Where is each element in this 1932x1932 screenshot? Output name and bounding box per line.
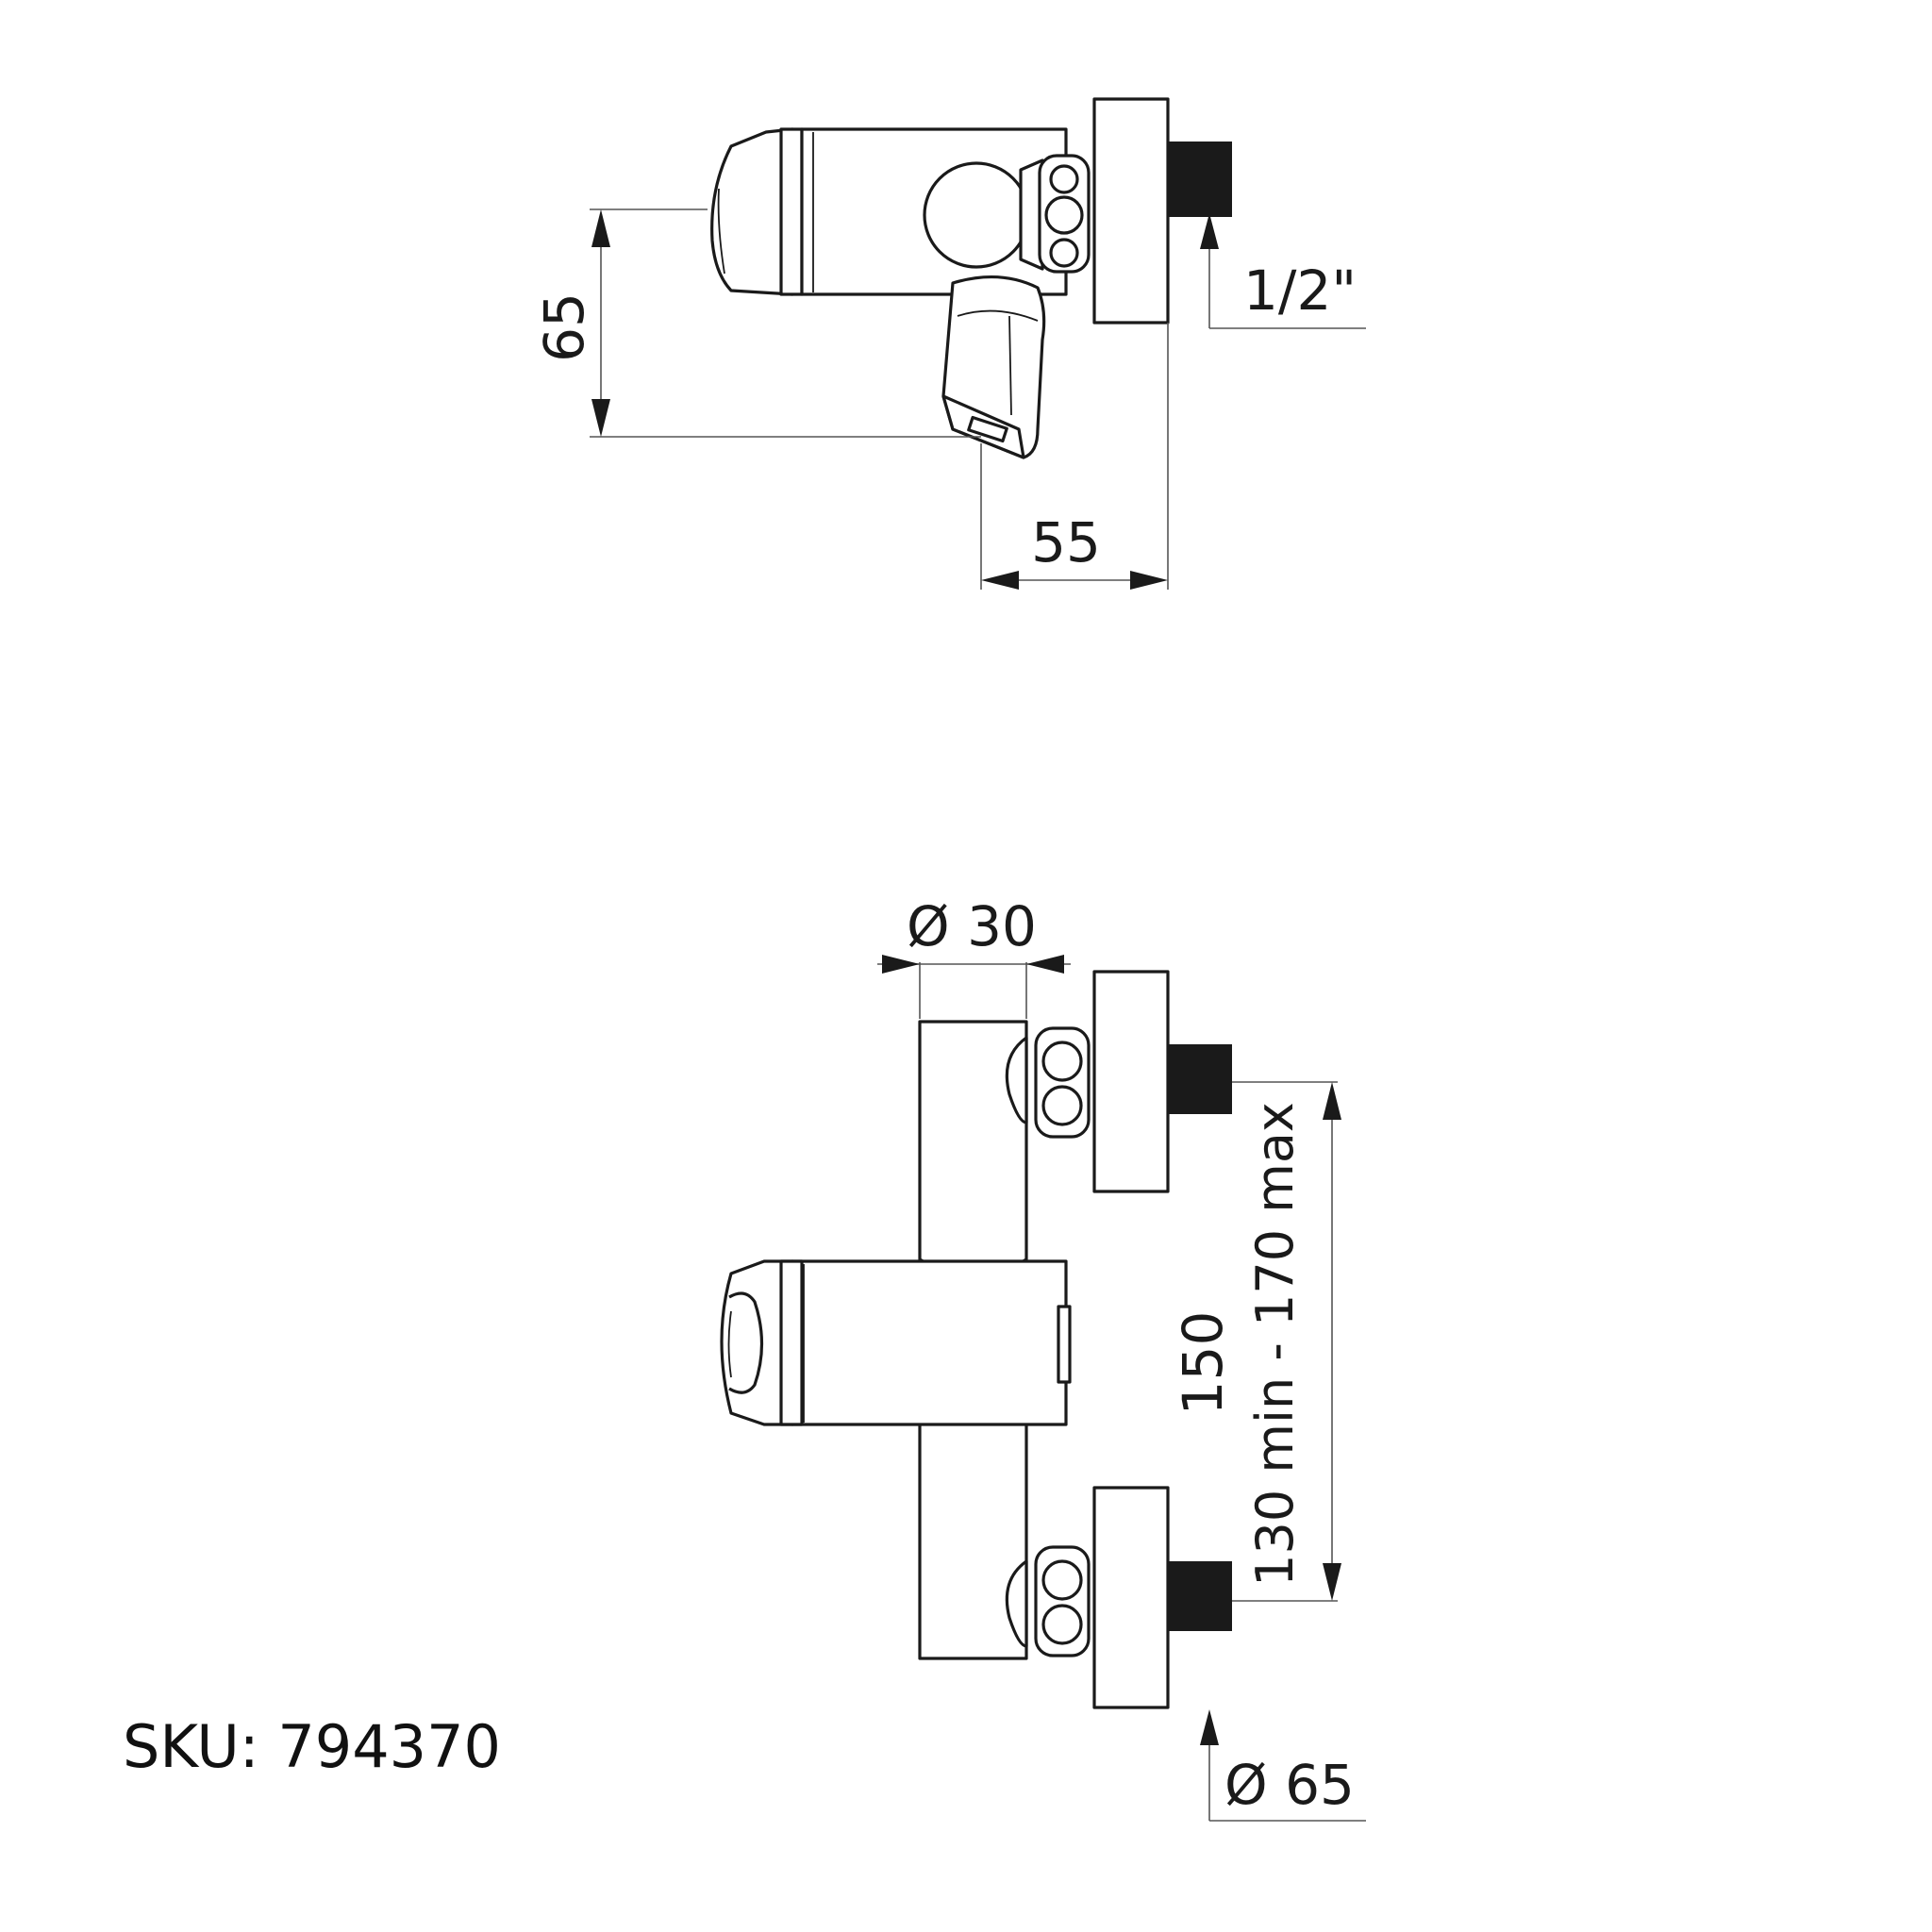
dim-body-diameter: Ø 30 — [877, 894, 1071, 1019]
dim-thread-half-inch: 1/2" — [1200, 213, 1366, 329]
top-view-handle-cap-shade — [717, 188, 725, 275]
front-view-upper-escutcheon — [1092, 970, 1170, 1193]
dim-height-label: 65 — [532, 292, 596, 362]
dim-escutcheon-diameter-label: Ø 65 — [1224, 1753, 1355, 1817]
front-view-upper-thread — [1168, 1044, 1232, 1114]
dim-body-diameter-label: Ø 30 — [907, 894, 1037, 958]
dim-depth-label: 55 — [1031, 510, 1101, 575]
dim-escutcheon-diameter: Ø 65 — [1200, 1709, 1366, 1822]
front-view-lower-escutcheon — [1092, 1486, 1170, 1709]
top-view-handle-ring — [779, 127, 804, 296]
sku-label: SKU: 794370 — [123, 1712, 501, 1781]
front-view: Ø 30 150 130 min - 170 max Ø 65 — [720, 894, 1366, 1822]
top-view: 65 55 1/2" — [532, 97, 1366, 590]
front-view-horizontal-body — [791, 1259, 1068, 1426]
dim-centres: 150 130 min - 170 max — [1171, 1081, 1341, 1602]
top-view-handle-cap — [710, 127, 794, 296]
dim-thread-label: 1/2" — [1243, 258, 1357, 323]
top-view-thread — [1168, 142, 1232, 217]
top-view-boss — [923, 161, 1030, 269]
dim-centres-range-label: 130 min - 170 max — [1245, 1102, 1305, 1587]
top-view-escutcheon — [1092, 97, 1170, 325]
front-view-lower-thread — [1168, 1561, 1232, 1631]
dim-depth-55: 55 — [980, 323, 1169, 590]
dim-centres-label: 150 — [1171, 1311, 1235, 1416]
dim-height-65: 65 — [532, 208, 981, 438]
